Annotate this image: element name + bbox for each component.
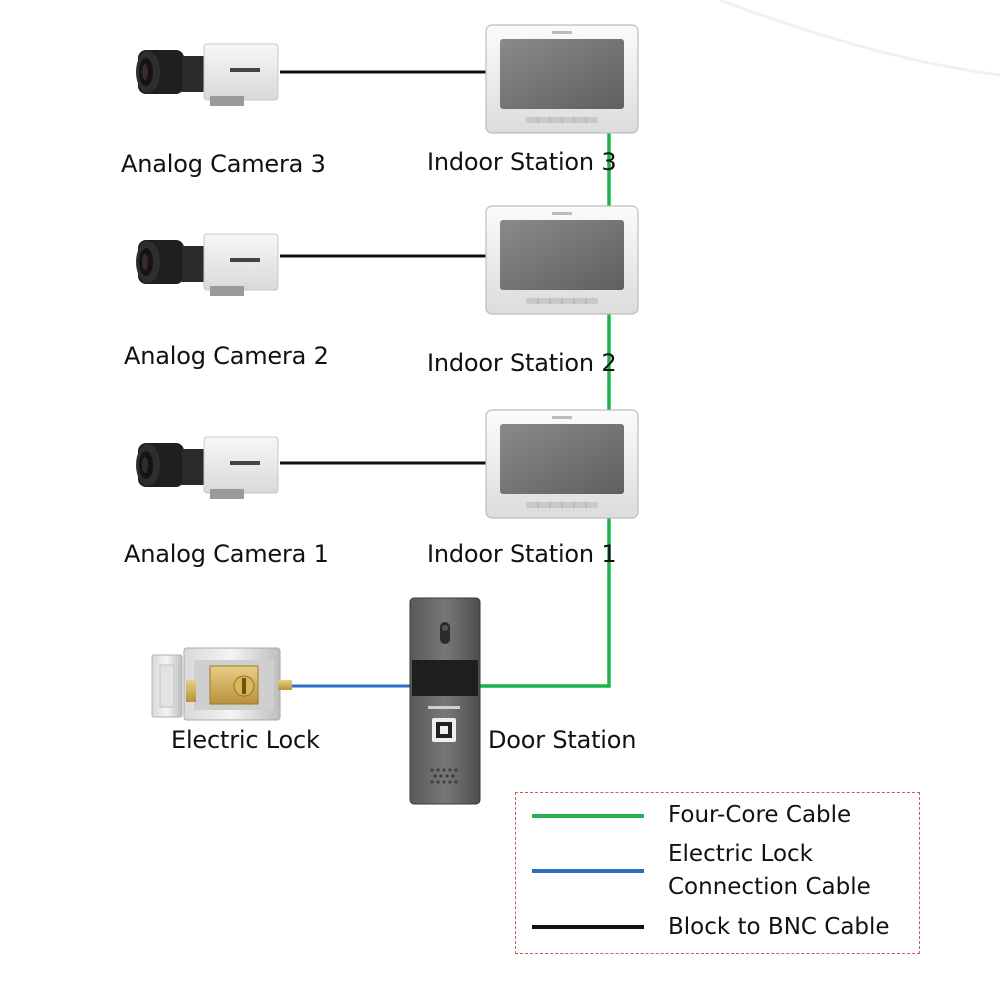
legend-four-core-swatch [532, 814, 644, 818]
indoor-monitor-icon [485, 409, 639, 519]
legend-electric-lock-label-line2: Connection Cable [668, 874, 871, 900]
indoor-station-3-label: Indoor Station 3 [427, 148, 617, 176]
indoor-monitor-icon [485, 24, 639, 134]
indoor-station-1-label: Indoor Station 1 [427, 540, 617, 568]
legend-bnc-label: Block to BNC Cable [668, 914, 890, 940]
indoor-station-2-label: Indoor Station 2 [427, 349, 617, 377]
legend: Four-Core Cable Electric Lock Connection… [515, 792, 920, 954]
door-station-label: Door Station [488, 726, 637, 754]
decorative-curve [719, 0, 1000, 77]
analog-camera-3-label: Analog Camera 3 [121, 150, 326, 178]
legend-bnc-swatch [532, 925, 644, 929]
door-station-icon [409, 597, 481, 805]
analog-camera-icon [135, 43, 279, 107]
legend-electric-lock-label-line1: Electric Lock [668, 841, 813, 867]
four-core-cable-1-door [480, 515, 611, 688]
indoor-monitor-icon [485, 205, 639, 315]
analog-camera-icon [135, 436, 279, 500]
legend-electric-lock-swatch [532, 869, 644, 873]
analog-camera-1-label: Analog Camera 1 [124, 540, 329, 568]
analog-camera-icon [135, 233, 279, 297]
legend-four-core-label: Four-Core Cable [668, 802, 852, 828]
electric-lock-label: Electric Lock [171, 726, 320, 754]
electric-lock-icon [151, 647, 292, 721]
analog-camera-2-label: Analog Camera 2 [124, 342, 329, 370]
